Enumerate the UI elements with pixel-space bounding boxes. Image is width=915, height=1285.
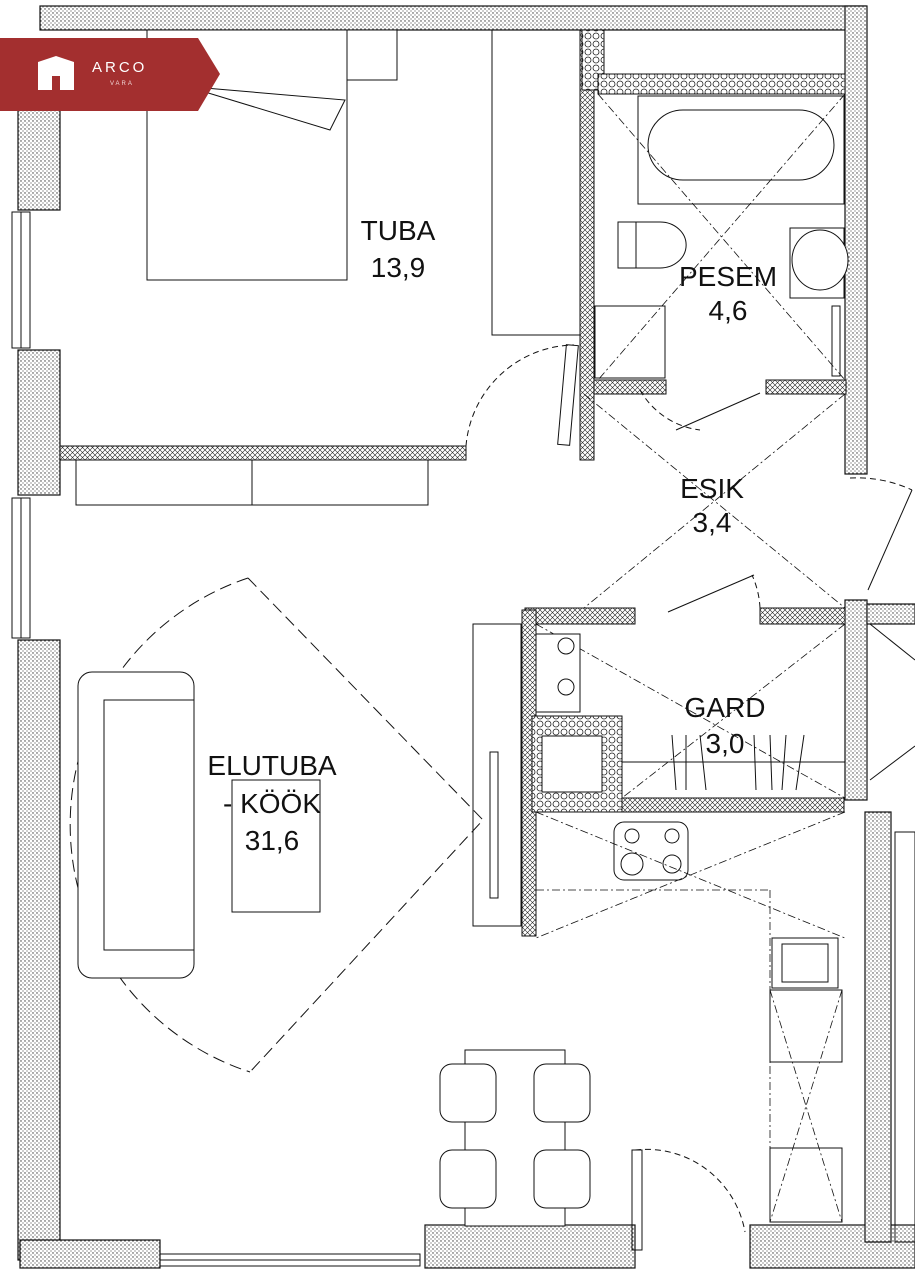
brand-sub: VARA (110, 81, 134, 87)
room-name-pesem: PESEM (679, 261, 777, 292)
windows-left (11, 211, 421, 1267)
wardrobe (75, 29, 581, 506)
room-name-esik: ESIK (680, 473, 744, 504)
room-area-gard: 3,0 (706, 728, 745, 759)
house-icon (38, 56, 74, 90)
inner-walls (59, 29, 847, 937)
room-name-gard: GARD (685, 692, 766, 723)
kitchen-diagonals (535, 811, 846, 1223)
room-name-elutuba: ELUTUBA (207, 750, 336, 781)
room-area-tuba: 13,9 (371, 252, 426, 283)
room-name-kook: - KÖÖK (223, 788, 321, 819)
kitchen (472, 623, 843, 1223)
brand-name: ARCO (92, 59, 148, 76)
room-area-esik: 3,4 (693, 507, 732, 538)
brand-badge (0, 38, 220, 111)
dining-set (439, 1049, 591, 1227)
adjacent-walls (869, 623, 915, 1243)
outer-walls (17, 5, 915, 1269)
room-area-elutuba: 31,6 (245, 825, 300, 856)
bathroom-fixtures (594, 95, 849, 379)
doors (69, 344, 913, 1251)
sofa (77, 671, 321, 979)
room-area-pesem: 4,6 (709, 295, 748, 326)
closet-hangers (622, 734, 845, 791)
room-name-tuba: TUBA (361, 215, 436, 246)
bed (146, 29, 398, 281)
bathroom-diagonals (535, 93, 846, 799)
